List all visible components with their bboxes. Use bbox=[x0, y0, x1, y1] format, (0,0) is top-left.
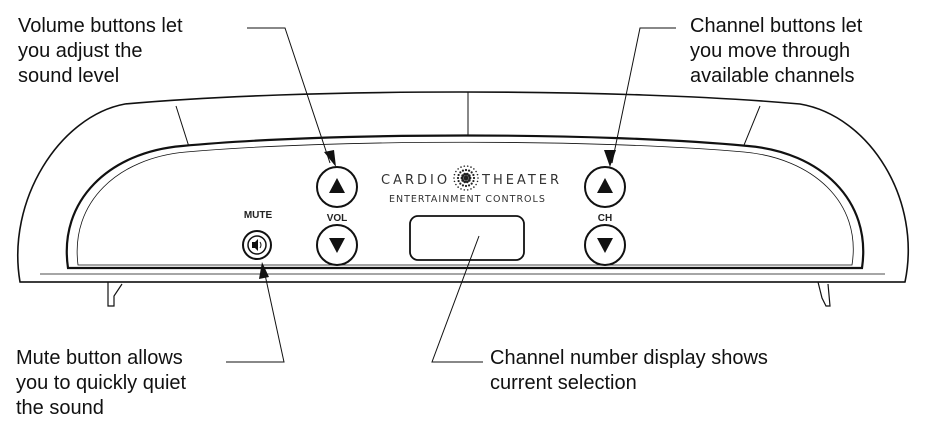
logo-dot bbox=[460, 188, 462, 190]
logo-dot bbox=[477, 177, 479, 179]
brand-name-left: CARDIO bbox=[381, 173, 451, 188]
logo-dot bbox=[467, 169, 471, 172]
logo-dot bbox=[453, 177, 455, 179]
logo-dot bbox=[470, 166, 472, 168]
logo-dot bbox=[470, 188, 472, 190]
logo-dot bbox=[461, 174, 465, 178]
logo-dot bbox=[453, 173, 456, 176]
logo-dot bbox=[457, 186, 459, 188]
logo-dot bbox=[461, 169, 465, 172]
logo-dot bbox=[467, 178, 471, 182]
mute-label: MUTE bbox=[243, 210, 273, 221]
logo-dot bbox=[455, 170, 457, 173]
volume-callout: Volume buttons let you adjust the sound … bbox=[18, 15, 183, 87]
logo-dot bbox=[457, 173, 460, 177]
logo-core bbox=[463, 175, 469, 181]
logo-dot bbox=[464, 168, 468, 172]
speaker-icon bbox=[252, 239, 258, 251]
logo-dot bbox=[460, 176, 464, 180]
logo-dot bbox=[473, 186, 475, 188]
logo-dot bbox=[472, 179, 475, 183]
left-mount-foot bbox=[107, 282, 123, 307]
control-panel-inner-edge bbox=[76, 141, 854, 266]
logo-dot bbox=[470, 171, 473, 174]
logo-dot bbox=[476, 173, 479, 176]
speaker-wave-icon bbox=[259, 241, 262, 249]
mute-callout-leader bbox=[226, 269, 285, 363]
logo-dot bbox=[465, 180, 469, 184]
channel-callout-arrowhead bbox=[604, 150, 616, 167]
logo-dot bbox=[457, 168, 459, 170]
logo-dot bbox=[468, 176, 472, 180]
logo-dot bbox=[463, 189, 466, 191]
ch-label: CH bbox=[597, 213, 613, 224]
logo-dot bbox=[459, 171, 462, 174]
logo-dot bbox=[463, 172, 467, 176]
display-callout: Channel number display shows current sel… bbox=[490, 347, 768, 394]
channel-callout: Channel buttons let you move through ava… bbox=[690, 15, 863, 87]
mute-callout: Mute button allows you to quickly quiet … bbox=[16, 347, 187, 419]
logo-dot bbox=[460, 166, 462, 168]
logo-dot bbox=[463, 165, 466, 167]
logo-dot bbox=[470, 182, 473, 185]
volume-callout-leader bbox=[247, 27, 331, 164]
logo-dot bbox=[472, 173, 475, 177]
down-arrow-icon bbox=[597, 238, 613, 253]
logo-dot bbox=[476, 180, 479, 183]
channel-callout-leader bbox=[611, 27, 676, 164]
logo-dot bbox=[463, 180, 467, 184]
brand-subtitle: ENTERTAINMENT CONTROLS bbox=[389, 194, 546, 205]
logo-dot bbox=[461, 178, 465, 182]
logo-dot bbox=[466, 165, 469, 167]
logo-dot bbox=[465, 172, 469, 176]
down-arrow-icon bbox=[329, 238, 345, 253]
volume-callout-arrowhead bbox=[324, 150, 336, 167]
display-callout-leader bbox=[431, 235, 483, 363]
logo-dot bbox=[461, 184, 465, 187]
mute-callout-arrowhead bbox=[259, 262, 269, 279]
logo-dot bbox=[456, 176, 460, 180]
logo-dot bbox=[464, 184, 468, 188]
logo-dot bbox=[457, 179, 460, 183]
vol-label: VOL bbox=[326, 213, 348, 224]
logo-dot bbox=[475, 183, 477, 186]
logo-dot bbox=[473, 168, 475, 170]
logo-dot bbox=[455, 183, 457, 186]
brand-name-right: THEATER bbox=[482, 173, 563, 188]
logo-dot bbox=[453, 180, 456, 183]
channel-display-window bbox=[409, 215, 525, 261]
up-arrow-icon bbox=[329, 178, 345, 193]
up-arrow-icon bbox=[597, 178, 613, 193]
logo-dot bbox=[475, 170, 477, 173]
logo-dot bbox=[467, 184, 471, 187]
right-mount-foot bbox=[817, 281, 831, 307]
logo-dot bbox=[467, 174, 471, 178]
logo-dot bbox=[459, 182, 462, 185]
logo-dot bbox=[472, 176, 476, 180]
logo-dot bbox=[466, 189, 469, 191]
starburst-logo-icon bbox=[453, 165, 479, 191]
mute-button-inner-ring bbox=[247, 235, 267, 255]
